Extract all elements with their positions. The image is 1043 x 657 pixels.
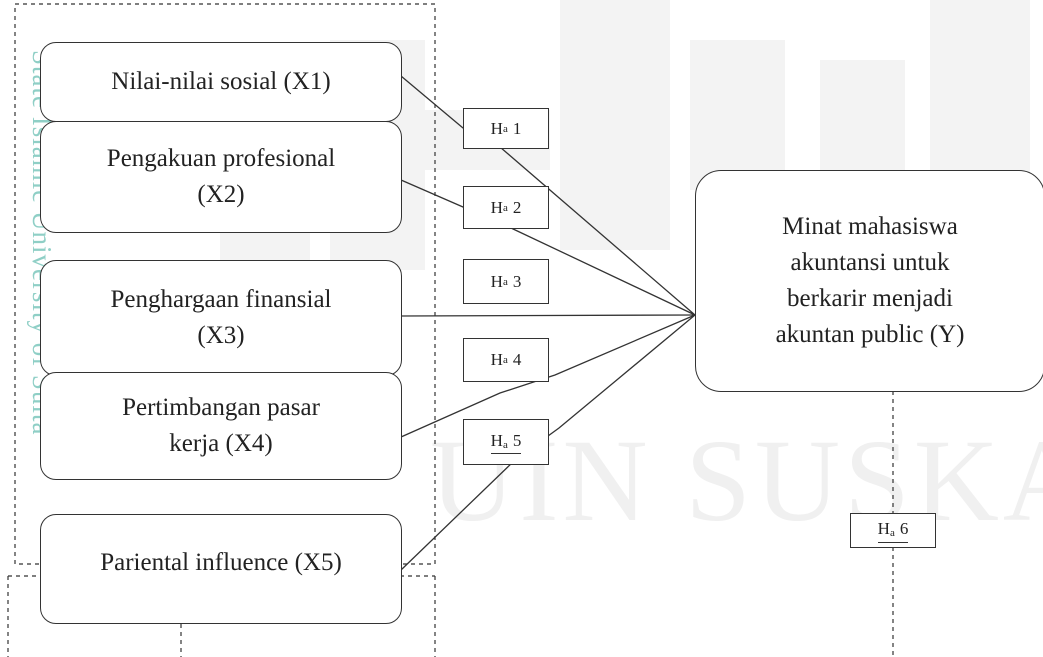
node-x5: Pariental influence (X5) — [40, 514, 402, 624]
node-x1: Nilai-nilai sosial (X1) — [40, 42, 402, 122]
path-x3-y — [400, 314, 696, 317]
independent-vars-frame — [14, 3, 436, 565]
node-x3: Penghargaan finansial(X3) — [40, 260, 402, 376]
path-x4-y — [400, 314, 696, 438]
node-x2: Pengakuan profesional(X2) — [40, 121, 402, 233]
